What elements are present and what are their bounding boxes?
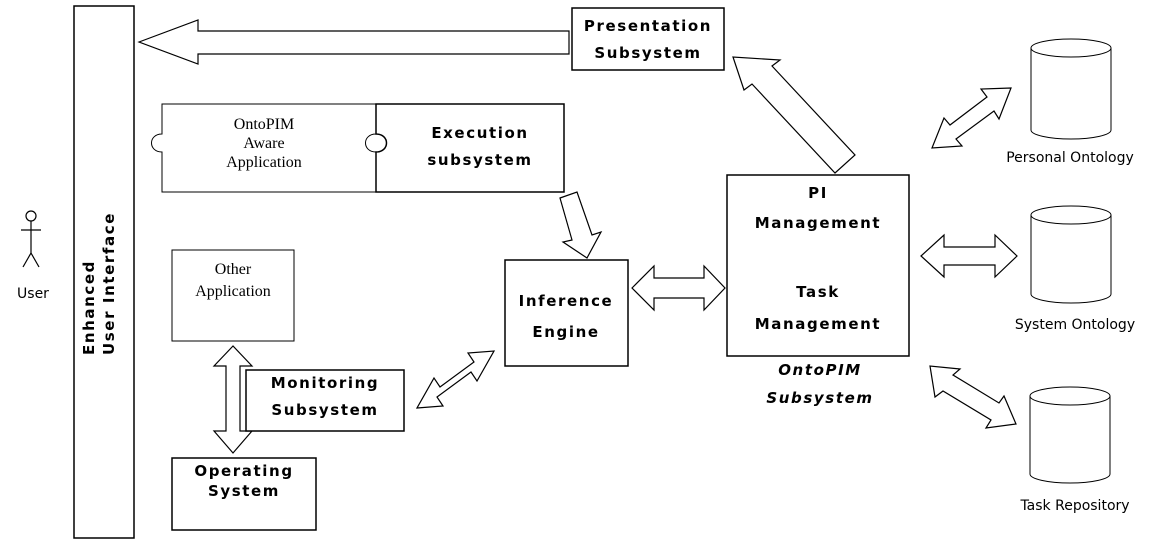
store-label: Personal Ontology [1006,150,1134,166]
store-system-ontology: System Ontology [1015,205,1135,333]
user-label: User [17,286,49,302]
pim-system-arrow [920,233,1018,279]
monitoring-inference-arrow [415,350,496,409]
execution-to-inference-arrow [559,191,603,259]
database-cylinder-icon [1030,205,1112,304]
ui-bar [73,5,135,539]
other-app-os-arrow [212,345,254,454]
pim-to-presentation-arrow [732,56,856,174]
store-personal-ontology: Personal Ontology [1006,38,1134,166]
stick-figure-icon [21,210,41,268]
pim-personal-arrow [931,87,1012,149]
presentation-to-ui-arrow [137,19,570,65]
database-cylinder-icon [1030,38,1112,140]
store-task-repository: Task Repository [1019,386,1130,514]
store-label: System Ontology [1015,317,1135,333]
inference-pim-arrow [631,264,726,312]
user-actor: User [17,210,49,302]
database-cylinder-icon [1029,386,1111,484]
store-label: Task Repository [1019,498,1129,514]
pim-task-arrow [929,365,1017,429]
